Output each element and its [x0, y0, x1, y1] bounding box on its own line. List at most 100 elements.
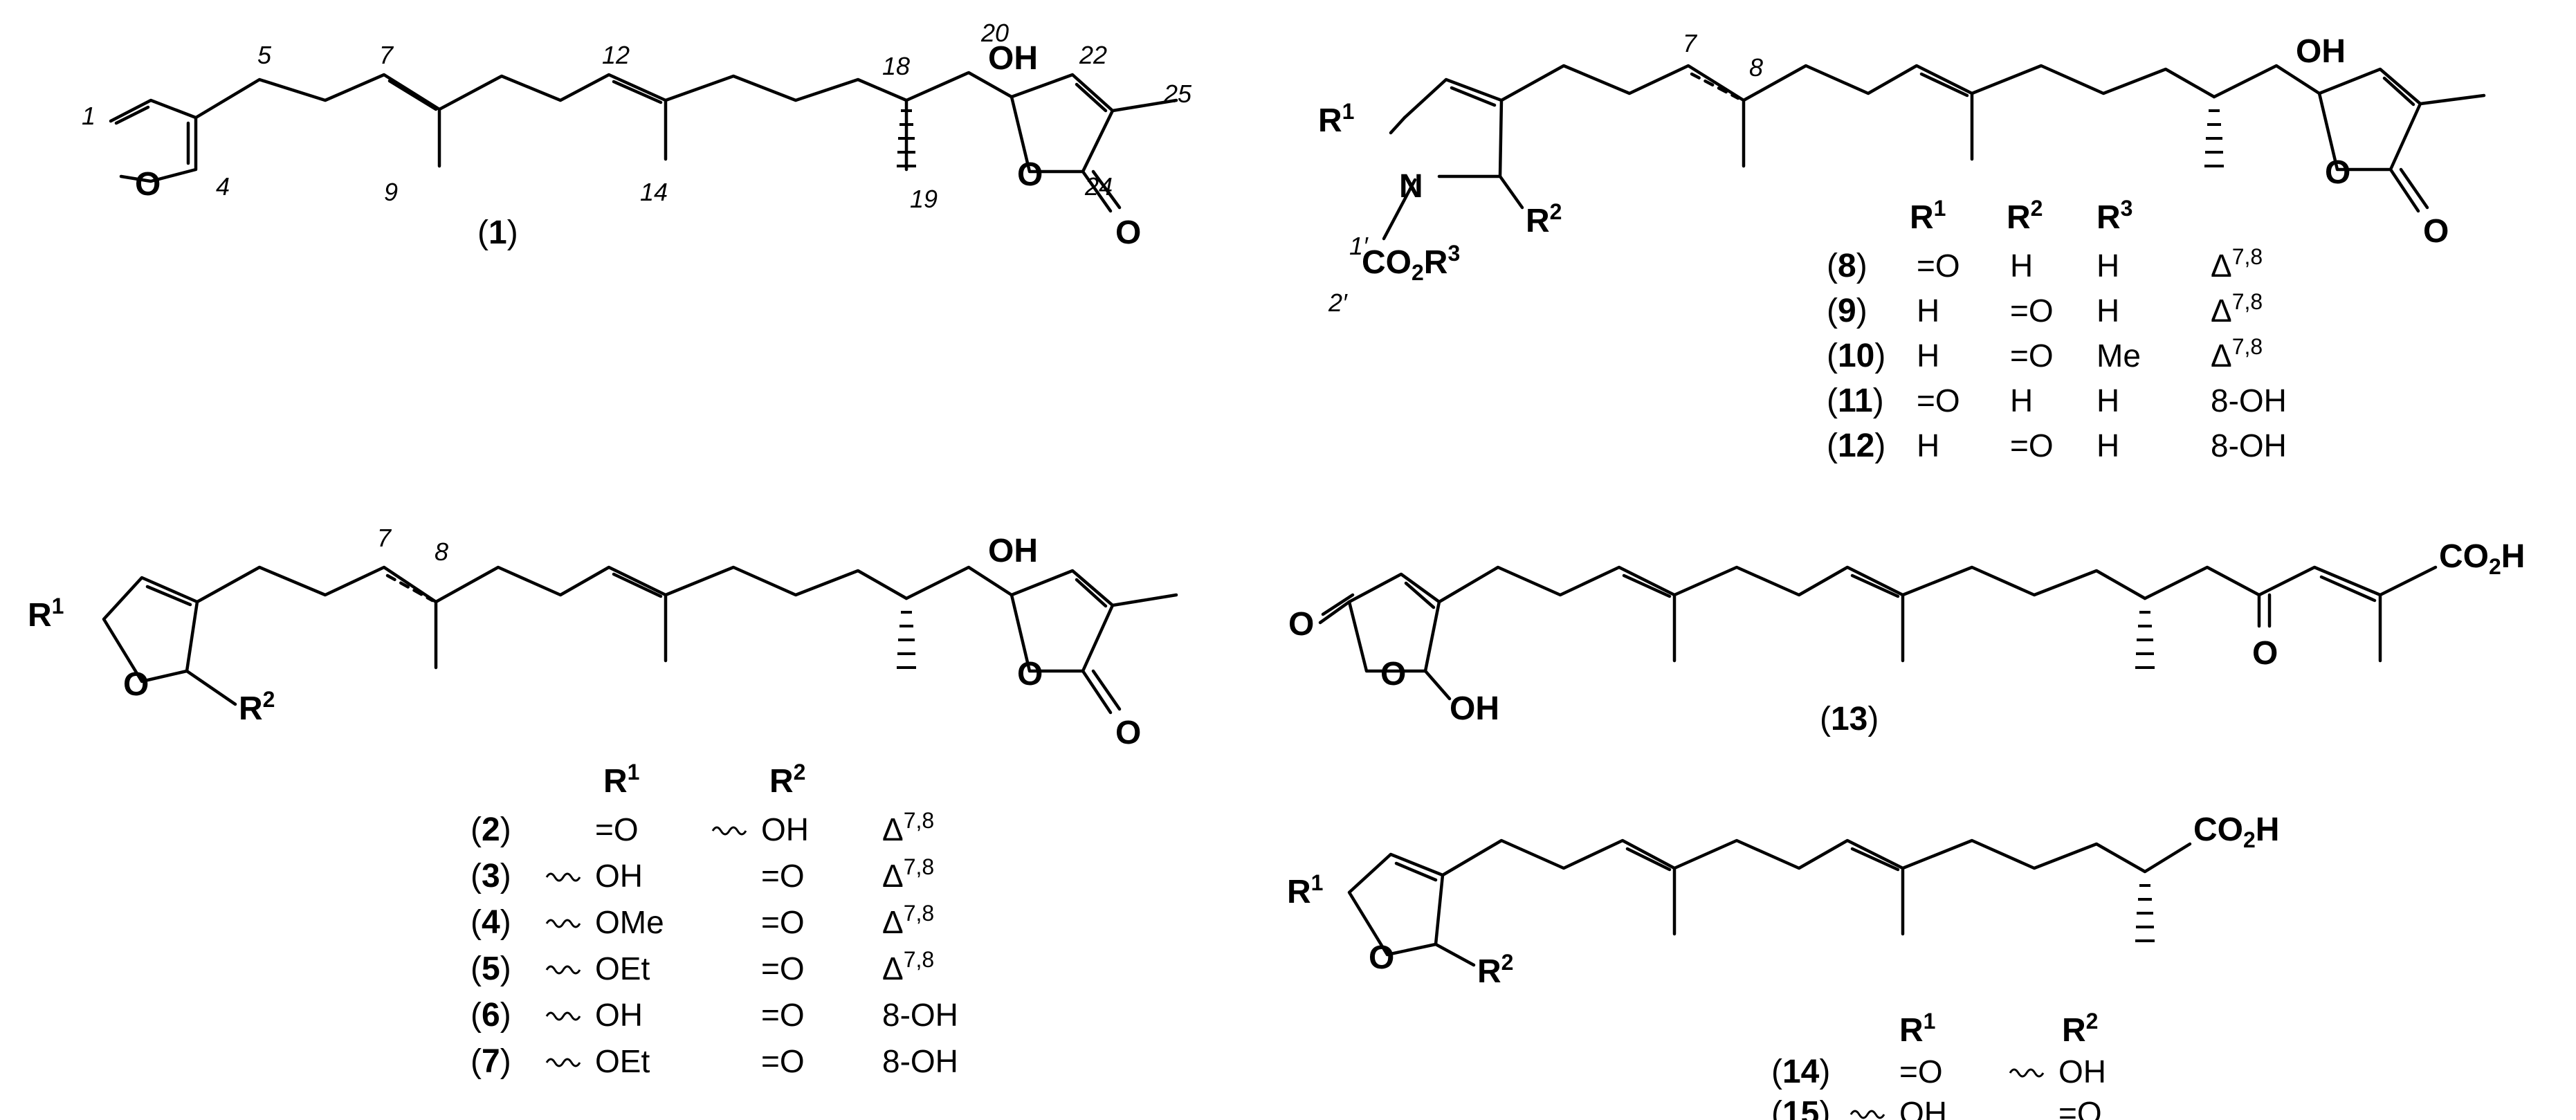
- svg-text:=O: =O: [595, 811, 639, 847]
- table-header-R2: R2: [769, 760, 805, 800]
- R1-cell: H: [1917, 293, 1939, 329]
- svg-text:=O: =O: [761, 997, 805, 1033]
- svg-text:OH: OH: [761, 811, 809, 847]
- R2-cell: =O: [761, 1043, 805, 1079]
- svg-text:=O: =O: [761, 858, 805, 894]
- furanone-substituent-table: R1 R2: [603, 760, 805, 800]
- hashed-wedge-bond: [897, 109, 916, 167]
- atom-number-8: 8: [1749, 53, 1763, 82]
- R1-cell: OH: [545, 997, 643, 1033]
- svg-text:OH: OH: [595, 858, 643, 894]
- R2-cell: =O: [2058, 1095, 2102, 1120]
- wavy-bond-icon: [545, 872, 581, 882]
- R1-cell: H: [1917, 338, 1939, 374]
- furanone-hydroxyl: OH: [988, 533, 1038, 569]
- svg-text:=O: =O: [2010, 338, 2054, 374]
- R3-cell: H: [2097, 428, 2119, 463]
- compound-13-label: (13): [1820, 701, 1879, 737]
- atom-number-5: 5: [257, 41, 272, 69]
- R2-cell: H: [2010, 248, 2033, 284]
- modification-cell: 8-OH: [2211, 383, 2287, 419]
- lactam-ester-group: CO2R3: [1362, 241, 1460, 285]
- acid-substituent-table: R1 R2: [1899, 1009, 2098, 1049]
- compound-13-ketone-oxygen: O: [2252, 635, 2278, 672]
- wavy-bond-icon: [1849, 1110, 1885, 1119]
- svg-text:=O: =O: [1899, 1054, 1943, 1090]
- svg-text:=O: =O: [2010, 293, 2054, 329]
- atom-number-2-prime: 2′: [1328, 288, 1348, 317]
- svg-text:=O: =O: [1917, 383, 1960, 419]
- R1-cell: =O: [595, 811, 639, 847]
- acid-scaffold-R2-label: R2: [1477, 950, 1513, 990]
- R2-cell: OH: [2009, 1054, 2106, 1090]
- compound-13-ring-oxygen: O: [1380, 656, 1406, 692]
- compound-number: (2): [471, 811, 511, 848]
- R1-cell: =O: [1917, 383, 1960, 419]
- wavy-bond-icon: [545, 965, 581, 975]
- R2-cell: =O: [2010, 338, 2054, 374]
- modification-cell: Δ7,8: [2211, 244, 2263, 284]
- atom-number-1: 1: [82, 102, 95, 130]
- compound-1-hydroxyl: OH: [988, 40, 1038, 77]
- R2-cell: OH: [711, 811, 809, 847]
- wavy-bond-icon: [711, 826, 747, 836]
- hashed-wedge-bond: [897, 611, 916, 669]
- atom-number-9: 9: [384, 178, 398, 206]
- acid-scaffold-ring-oxygen: O: [1369, 939, 1394, 976]
- compound-number: (8): [1827, 248, 1867, 284]
- table-row: (14) =O OH: [1771, 1054, 2106, 1090]
- R2-cell: =O: [761, 904, 805, 940]
- lactam-substituent-table: R1 R2 R3: [1910, 196, 2132, 236]
- svg-text:H: H: [2097, 428, 2119, 463]
- atom-number-18: 18: [882, 52, 910, 80]
- compound-number: (14): [1771, 1054, 1830, 1090]
- compound-13-structure: [1318, 565, 2438, 701]
- furanone-lactone-oxygen: O: [1017, 656, 1043, 692]
- atom-number-24: 24: [1084, 172, 1113, 201]
- table-header-R1: R1: [603, 760, 639, 800]
- svg-text:=O: =O: [1917, 248, 1960, 284]
- svg-text:Me: Me: [2097, 338, 2141, 374]
- compound-13-hydroxyl: OH: [1450, 690, 1499, 727]
- atom-number-14: 14: [640, 178, 668, 206]
- svg-text:OH: OH: [595, 997, 643, 1033]
- table-row: (15)OH=O: [1771, 1095, 2102, 1120]
- hashed-wedge-bond: [2135, 884, 2155, 942]
- svg-text:OH: OH: [1899, 1095, 1947, 1120]
- R2-cell: =O: [761, 951, 805, 986]
- modification-cell: Δ7,8: [2211, 289, 2263, 329]
- R2-cell: =O: [2010, 293, 2054, 329]
- lactam-lactone-oxygen: O: [2325, 154, 2350, 191]
- svg-text:H: H: [2010, 383, 2033, 419]
- compound-number: (4): [471, 904, 511, 941]
- R1-cell: OEt: [545, 951, 650, 986]
- R2-cell: =O: [761, 858, 805, 894]
- wavy-bond-icon: [545, 919, 581, 928]
- svg-text:OMe: OMe: [595, 904, 664, 940]
- modification-cell: Δ7,8: [2211, 334, 2263, 374]
- lactam-hydroxyl: OH: [2296, 33, 2346, 70]
- modification-cell: 8-OH: [882, 997, 958, 1033]
- svg-text:H: H: [2097, 293, 2119, 329]
- furanone-R2-label: R2: [239, 687, 275, 727]
- modification-cell: 8-OH: [882, 1043, 958, 1079]
- svg-text:H: H: [1917, 428, 1939, 463]
- svg-text:OEt: OEt: [595, 951, 650, 986]
- atom-number-12: 12: [602, 41, 630, 69]
- compound-1-lactone-oxygen: O: [1017, 156, 1043, 193]
- svg-text:H: H: [2097, 383, 2119, 419]
- modification-cell: Δ7,8: [882, 854, 934, 894]
- svg-text:H: H: [1917, 338, 1939, 374]
- wavy-bond-icon: [2009, 1068, 2045, 1078]
- lactam-scaffold-structure: [1382, 64, 2486, 241]
- table-header-R1: R1: [1899, 1009, 1935, 1049]
- acid-scaffold-carboxylic-acid: CO2H: [2193, 811, 2279, 852]
- R3-cell: Me: [2097, 338, 2141, 374]
- atom-number-7: 7: [377, 524, 392, 552]
